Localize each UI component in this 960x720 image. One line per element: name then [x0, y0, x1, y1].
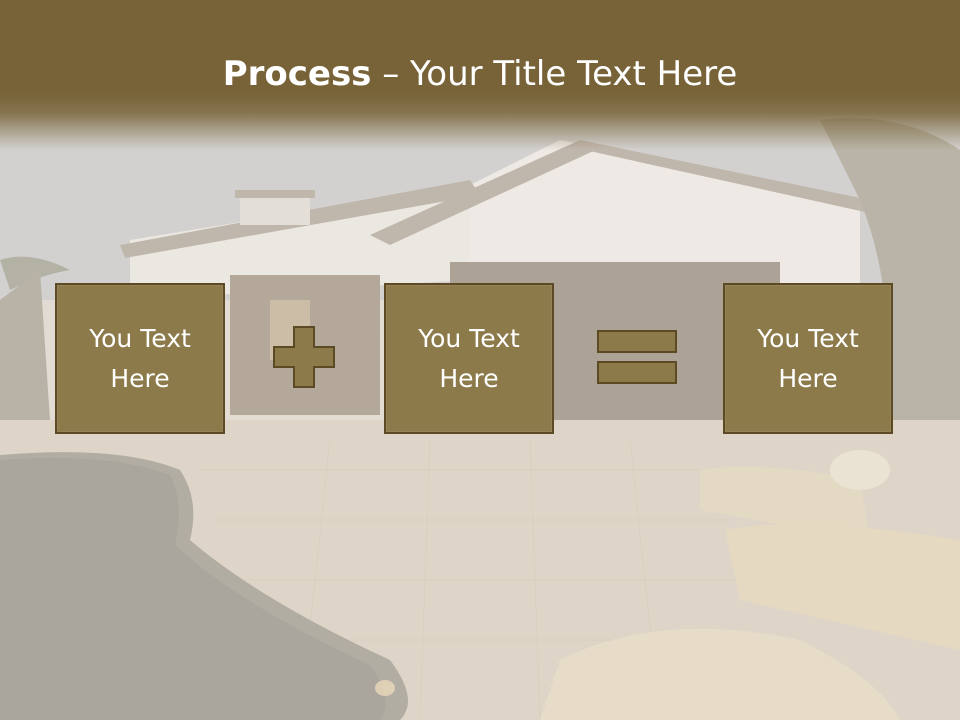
slide-title[interactable]: Process – Your Title Text Here: [0, 52, 960, 96]
process-box-1[interactable]: You Text Here: [55, 283, 225, 434]
title-bold-part: Process: [222, 54, 372, 94]
process-box-3[interactable]: You Text Here: [723, 283, 893, 434]
process-box-2[interactable]: You Text Here: [384, 283, 554, 434]
title-rest-part: – Your Title Text Here: [371, 54, 738, 94]
process-box-1-text: You Text Here: [89, 323, 191, 393]
equals-icon: [597, 330, 677, 384]
process-box-2-text: You Text Here: [418, 323, 520, 393]
title-band: [0, 0, 960, 150]
plus-icon: [273, 326, 335, 388]
process-box-3-text: You Text Here: [757, 323, 859, 393]
